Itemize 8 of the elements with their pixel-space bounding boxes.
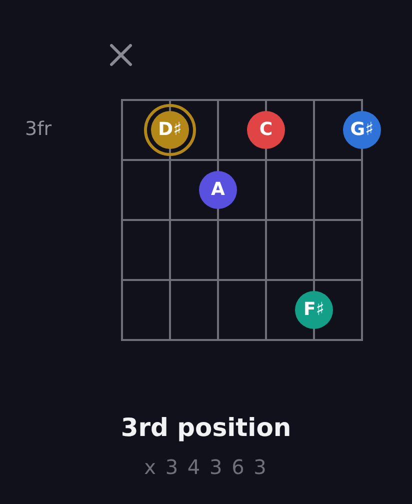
fret-number: 3fr [25,119,52,141]
note-dot: C [247,111,285,149]
note-dot: G♯ [343,111,381,149]
chord-title: 3rd position [120,414,292,443]
fingering-text: x 3 4 3 6 3 [144,456,268,479]
note-dot: F♯ [295,291,333,329]
note-dot: A [199,171,237,209]
ringed-note-dot: D♯ [144,104,196,156]
